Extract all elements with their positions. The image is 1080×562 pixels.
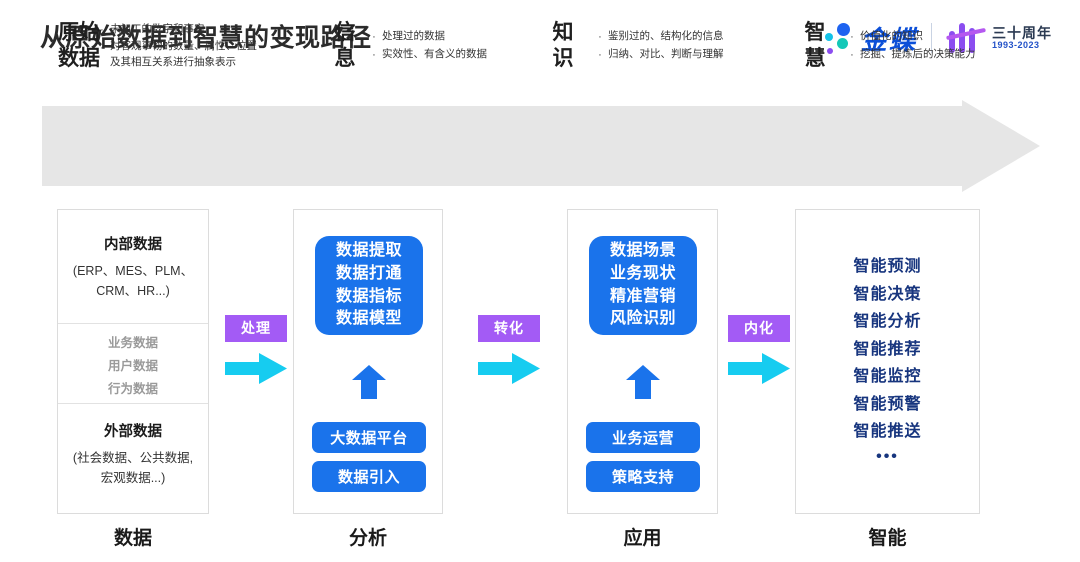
banner-stage-knowledge: 知 识 · 鉴别过的、结构化的信息 · 归纳、对比、判断与理解 xyxy=(548,6,724,86)
list-ellipsis: ••• xyxy=(876,447,899,465)
stage-bullets: · 未加工的数字和事实 · 对客观事物的数量、属性、位置及其相互关系进行抽象表示 xyxy=(94,21,262,71)
application-pill-strategy-support[interactable]: 策略支持 xyxy=(586,461,700,492)
stage-key: 知 识 xyxy=(552,21,574,70)
right-arrow-icon xyxy=(728,353,790,384)
connector-badge: 转化 xyxy=(478,315,540,342)
banner-stage-information: 信 息 · 处理过的数据 · 实效性、有含义的数据 xyxy=(330,6,488,86)
external-data-block: 外部数据 (社会数据、公共数据, 宏观数据...) xyxy=(58,420,208,488)
list-item: 智能预警 xyxy=(853,395,922,413)
bullet-item: · 对客观事物的数量、属性、位置及其相互关系进行抽象表示 xyxy=(94,39,262,71)
stage-bullets: · 处理过的数据 · 实效性、有含义的数据 xyxy=(366,28,487,64)
right-arrow-icon xyxy=(478,353,540,384)
list-item: 用户数据 xyxy=(107,359,158,374)
column-analysis: 数据提取 数据打通 数据指标 数据模型 大数据平台 数据引入 xyxy=(293,209,443,514)
analysis-main-card[interactable]: 数据提取 数据打通 数据指标 数据模型 xyxy=(315,236,423,335)
column-label-analysis: 分析 xyxy=(348,528,387,549)
connector-transformation: 转化 xyxy=(478,315,540,390)
connector-processing: 处理 xyxy=(225,315,287,390)
brand-logo: 金蝶 三十周年 1993-2023 xyxy=(821,18,1052,58)
up-arrow-icon xyxy=(626,365,660,399)
list-item: 智能推荐 xyxy=(853,340,922,358)
stage-bullets: · 价值化的知识 · 挖掘、提炼后的决策能力 xyxy=(844,28,976,64)
brand-name: 金蝶 xyxy=(860,24,917,55)
kingdee-dots-icon xyxy=(821,21,857,55)
bullet-item: · 未加工的数字和事实 xyxy=(94,21,262,39)
bullet-dot-icon: · xyxy=(850,30,854,43)
column-divider xyxy=(58,323,208,324)
bullet-item: · 挖掘、提炼后的决策能力 xyxy=(844,46,975,64)
bullet-dot-icon: · xyxy=(372,49,376,61)
bullet-item: · 归纳、对比、判断与理解 xyxy=(592,46,723,64)
banner-stage-raw-data: 原始 数据 · 未加工的数字和事实 · 对客观事物的数量、属性、位置及其相互关系… xyxy=(58,6,262,86)
column-divider xyxy=(58,403,208,404)
bullet-dot-icon: · xyxy=(598,49,602,61)
anniversary-years: 1993-2023 xyxy=(992,39,1040,50)
internal-data-title: 内部数据 xyxy=(104,237,162,253)
bullet-item: · 价值化的知识 xyxy=(844,28,976,46)
external-data-subtitle: (社会数据、公共数据, 宏观数据...) xyxy=(72,451,194,485)
bullet-dot-icon: · xyxy=(850,49,854,61)
column-label-intelligence: 智能 xyxy=(868,528,907,549)
bullet-dot-icon: · xyxy=(100,42,104,55)
anniversary-label: 三十周年 xyxy=(992,24,1052,41)
list-item: 智能监控 xyxy=(853,368,922,386)
list-item: 智能决策 xyxy=(853,285,922,303)
connector-internalization: 内化 xyxy=(728,315,790,390)
up-arrow-icon xyxy=(352,365,386,399)
column-data: 内部数据 (ERP、MES、PLM、 CRM、HR...) 业务数据 用户数据 … xyxy=(57,209,209,514)
connector-badge: 内化 xyxy=(728,315,790,342)
bullet-dot-icon: · xyxy=(598,30,602,43)
analysis-pill-data-ingestion[interactable]: 数据引入 xyxy=(312,461,426,492)
right-arrow-icon xyxy=(225,353,287,384)
application-main-card[interactable]: 数据场景 业务现状 精准营销 风险识别 xyxy=(589,236,697,335)
stage-bullets: · 鉴别过的、结构化的信息 · 归纳、对比、判断与理解 xyxy=(592,28,723,64)
anniversary-mark-icon xyxy=(946,21,986,55)
bullet-dot-icon: · xyxy=(372,30,376,43)
application-pill-business-operations[interactable]: 业务运营 xyxy=(586,422,700,453)
maturity-arrow-banner xyxy=(42,100,1040,192)
column-intelligence: 智能预测 智能决策 智能分析 智能推荐 智能监控 智能预警 智能推送 ••• xyxy=(795,209,980,514)
analysis-pill-big-data-platform[interactable]: 大数据平台 xyxy=(312,422,426,453)
internal-data-subtitle: (ERP、MES、PLM、 CRM、HR...) xyxy=(72,264,194,298)
intelligence-list: 智能预测 智能决策 智能分析 智能推荐 智能监控 智能预警 智能推送 ••• xyxy=(796,253,979,466)
list-item: 智能预测 xyxy=(853,258,922,275)
stage-key: 原始 数据 xyxy=(58,21,100,70)
external-data-title: 外部数据 xyxy=(104,424,162,440)
anniversary-badge: 三十周年 1993-2023 xyxy=(946,21,1052,55)
list-item: 智能分析 xyxy=(853,313,922,331)
bullet-item: · 处理过的数据 xyxy=(366,28,487,46)
bullet-dot-icon: · xyxy=(100,24,104,37)
bullet-item: · 实效性、有含义的数据 xyxy=(366,46,487,64)
brand-divider xyxy=(931,23,932,53)
list-item: 智能推送 xyxy=(853,423,922,441)
column-label-application: 应用 xyxy=(623,528,662,549)
page-title: 从原始数据到智慧的变现路径 xyxy=(40,24,372,52)
internal-data-block: 内部数据 (ERP、MES、PLM、 CRM、HR...) xyxy=(58,233,208,301)
list-item: 业务数据 xyxy=(107,336,158,350)
stage-key: 信 息 xyxy=(334,21,356,70)
column-label-data: 数据 xyxy=(113,528,152,549)
column-application: 数据场景 业务现状 精准营销 风险识别 业务运营 策略支持 xyxy=(567,209,718,514)
banner-stage-wisdom: 智 慧 · 价值化的知识 · 挖掘、提炼后的决策能力 xyxy=(800,6,976,86)
connector-badge: 处理 xyxy=(225,315,287,342)
bullet-item: · 鉴别过的、结构化的信息 xyxy=(592,28,723,46)
stage-key: 智 慧 xyxy=(804,21,826,70)
middle-data-list: 业务数据 用户数据 行为数据 xyxy=(58,332,208,401)
list-item: 行为数据 xyxy=(107,382,158,397)
